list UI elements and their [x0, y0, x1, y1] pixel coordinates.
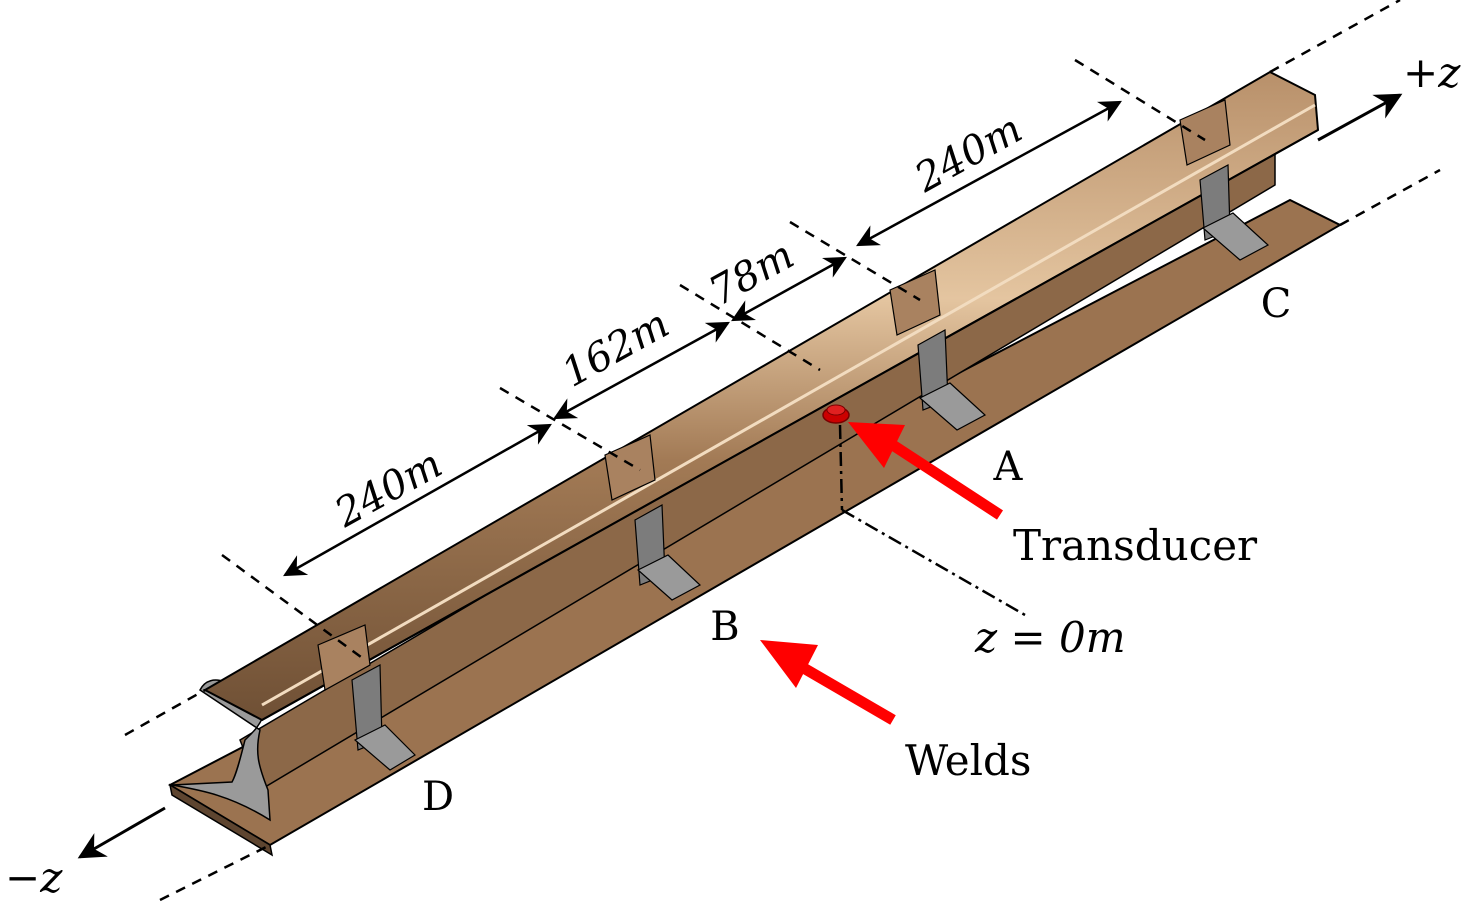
- dimension-arrows: [283, 100, 1122, 577]
- welds-arrowhead: [760, 640, 818, 688]
- rail: [167, 70, 1343, 857]
- weld-collars: [317, 99, 1270, 771]
- transducer-arrowhead: [848, 422, 905, 468]
- welds-arrow: [792, 658, 896, 725]
- dim-left-label: 240m: [327, 441, 450, 537]
- annotation-arrows: [760, 422, 1004, 725]
- weld-collar-A: [889, 269, 987, 431]
- transducer-label: Transducer: [1013, 521, 1258, 570]
- dim-left-arrow: [283, 423, 552, 577]
- weld-label-C: C: [1261, 281, 1292, 327]
- minus-z-arrow: [77, 806, 166, 859]
- dim-mid2-label: 78m: [702, 232, 802, 315]
- weld-collar-B: [604, 434, 702, 601]
- plus-z-arrow: [1317, 93, 1403, 142]
- dim-right-label: 240m: [907, 106, 1030, 202]
- minus-z-label: −z: [5, 853, 63, 902]
- axis-arrows: [77, 93, 1403, 859]
- dim-mid2-arrow: [731, 256, 847, 322]
- transducer: [822, 404, 850, 424]
- weld-label-B: B: [710, 604, 739, 650]
- origin-label: z = 0m: [974, 613, 1126, 662]
- transducer-arrow: [881, 435, 1004, 520]
- rail-foot-edge: [168, 783, 274, 857]
- dim-right-arrow: [856, 100, 1122, 247]
- plus-z-label: +z: [1403, 48, 1461, 97]
- weld-label-A: A: [993, 444, 1024, 490]
- rail-head: [202, 70, 1320, 722]
- dimension-extension-lines: [124, 0, 1441, 902]
- dim-mid1-arrow: [553, 321, 730, 420]
- welds-label: Welds: [905, 736, 1031, 785]
- weld-collar-D: [317, 624, 416, 771]
- dim-mid1-label: 162m: [555, 301, 677, 397]
- origin-marker: [838, 424, 1026, 617]
- rail-head-highlight: [261, 103, 1316, 707]
- weld-label-D: D: [422, 774, 454, 820]
- weld-collar-C: [1179, 99, 1270, 261]
